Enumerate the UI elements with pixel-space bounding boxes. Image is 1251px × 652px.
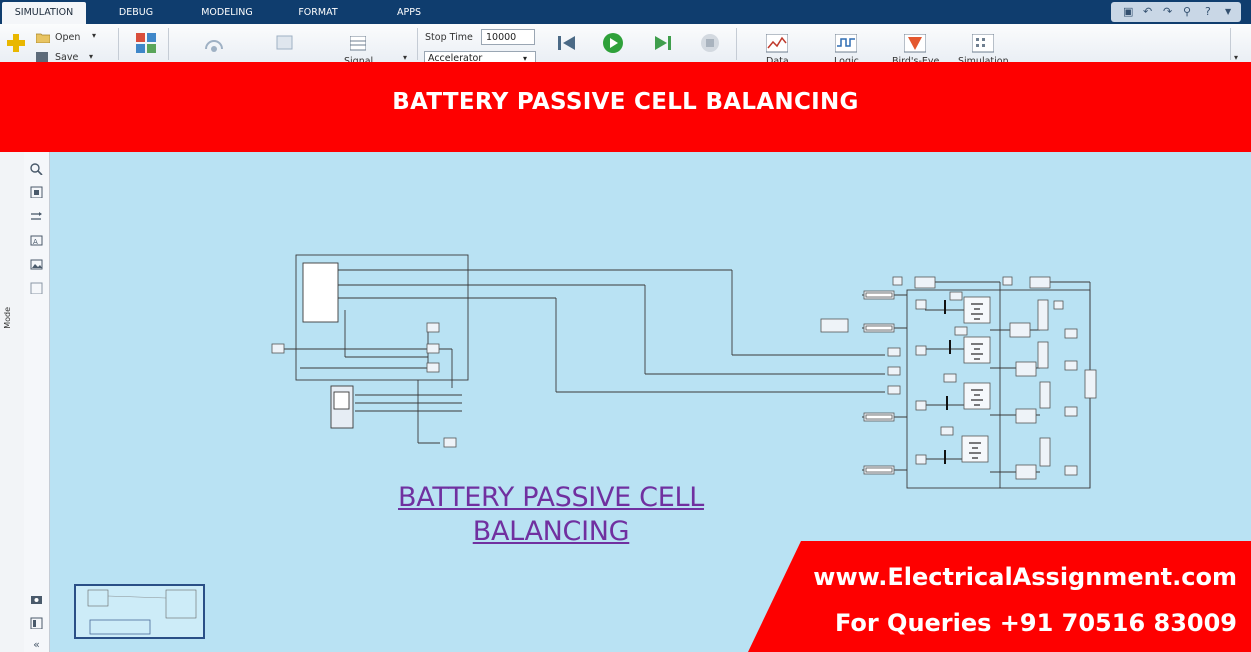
simulation-mode-value: Accelerator bbox=[428, 53, 483, 64]
fit-to-view-icon[interactable] bbox=[30, 186, 43, 198]
signal-button[interactable]: Signal bbox=[344, 56, 373, 67]
tab-simulation[interactable]: SIMULATION bbox=[2, 2, 86, 24]
step-forward-icon[interactable] bbox=[652, 32, 674, 54]
undo-icon[interactable]: ↶ bbox=[1143, 5, 1153, 18]
folder-icon bbox=[36, 33, 50, 43]
add-viewer-icon[interactable] bbox=[276, 35, 296, 55]
ribbon-tab-bar: SIMULATION DEBUG MODELING FORMAT APPS ▣ … bbox=[0, 0, 1251, 24]
chevron-down-icon[interactable]: ▾ bbox=[92, 31, 97, 40]
stop-icon[interactable] bbox=[700, 33, 720, 53]
search-icon[interactable]: ⚲ bbox=[1183, 5, 1192, 18]
zoom-icon[interactable] bbox=[30, 163, 43, 175]
toolstrip: Open ▾ Save ▾ Signal ▾ Stop Time 10000 A… bbox=[0, 24, 1251, 67]
save-icon[interactable]: ▣ bbox=[1123, 5, 1134, 18]
quick-access-toolbar: ▣ ↶ ↷ ⚲ ? ▼ bbox=[1111, 2, 1241, 22]
svg-text:A: A bbox=[33, 238, 38, 246]
banner-title: BATTERY PASSIVE CELL BALANCING bbox=[392, 89, 859, 115]
property-inspector-icon[interactable] bbox=[30, 617, 43, 629]
canvas-palette: A « bbox=[24, 152, 50, 652]
arrow-icon[interactable] bbox=[30, 210, 43, 222]
birds-eye-minimap[interactable] bbox=[74, 584, 205, 639]
simulation-button[interactable]: Simulation bbox=[958, 56, 1009, 67]
chevron-down-icon[interactable]: ▼ bbox=[1225, 7, 1232, 16]
chevron-down-icon: ▾ bbox=[522, 54, 527, 63]
stop-time-label: Stop Time bbox=[425, 32, 473, 43]
step-back-icon[interactable] bbox=[555, 32, 577, 54]
open-button[interactable]: Open bbox=[55, 32, 81, 43]
birds-eye-button[interactable]: Bird's-Eye bbox=[892, 56, 939, 67]
library-browser-icon[interactable] bbox=[136, 33, 156, 53]
model-canvas[interactable] bbox=[50, 152, 1251, 652]
image-icon[interactable] bbox=[30, 258, 43, 270]
promo-website[interactable]: www.ElectricalAssignment.com bbox=[813, 563, 1237, 591]
run-icon[interactable] bbox=[602, 32, 624, 54]
logic-analyzer-icon[interactable] bbox=[835, 34, 857, 54]
save-icon bbox=[36, 52, 48, 62]
area-icon[interactable] bbox=[30, 282, 43, 294]
tab-format[interactable]: FORMAT bbox=[298, 7, 338, 18]
model-browser-strip: Mode bbox=[0, 152, 25, 652]
birds-eye-icon[interactable] bbox=[904, 34, 926, 54]
contact-promo: www.ElectricalAssignment.com For Queries… bbox=[748, 541, 1251, 652]
signal-table-icon[interactable] bbox=[350, 36, 366, 52]
logic-button[interactable]: Logic bbox=[834, 56, 859, 67]
tab-apps[interactable]: APPS bbox=[397, 7, 421, 18]
redo-icon[interactable]: ↷ bbox=[1163, 5, 1173, 18]
title-banner: BATTERY PASSIVE CELL BALANCING bbox=[0, 62, 1251, 152]
minimap-preview-icon bbox=[87, 589, 197, 635]
new-icon[interactable] bbox=[6, 33, 26, 53]
chevron-down-icon[interactable]: ▾ bbox=[1234, 53, 1239, 62]
collapse-icon[interactable]: « bbox=[33, 638, 40, 651]
screenshot-icon[interactable] bbox=[30, 593, 43, 605]
stop-time-input[interactable]: 10000 bbox=[481, 29, 535, 45]
data-button[interactable]: Data bbox=[766, 56, 789, 67]
chevron-down-icon[interactable]: ▾ bbox=[403, 53, 408, 62]
help-icon[interactable]: ? bbox=[1205, 5, 1211, 18]
promo-queries: For Queries +91 70516 83009 bbox=[834, 609, 1237, 637]
annotation-icon[interactable]: A bbox=[30, 234, 43, 246]
save-button[interactable]: Save bbox=[55, 52, 79, 63]
data-inspector-icon[interactable] bbox=[766, 34, 788, 54]
signal-icon[interactable] bbox=[204, 35, 224, 55]
model-browser-tab[interactable]: Mode bbox=[3, 307, 12, 329]
chevron-down-icon[interactable]: ▾ bbox=[89, 52, 94, 61]
tab-modeling[interactable]: MODELING bbox=[201, 7, 253, 18]
tab-debug[interactable]: DEBUG bbox=[118, 7, 154, 18]
simulation-manager-icon[interactable] bbox=[972, 34, 994, 54]
